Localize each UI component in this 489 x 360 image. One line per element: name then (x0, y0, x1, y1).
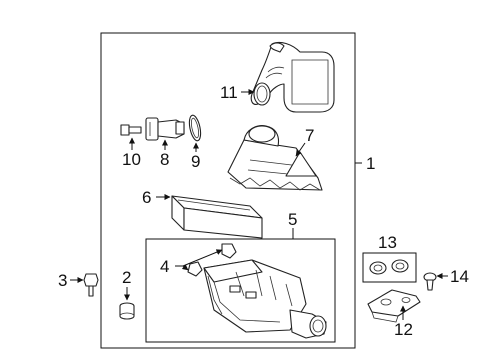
grommet (119, 302, 135, 320)
callout-leader-7 (295, 142, 306, 157)
callout-1: 1 (366, 154, 375, 173)
bracket (367, 289, 421, 323)
grommet-set-frame (362, 252, 417, 283)
callout-10: 10 (122, 150, 141, 169)
push-pin (423, 272, 437, 291)
callout-leader-4a (182, 249, 223, 267)
intake-duct (250, 41, 335, 113)
callout-13: 13 (378, 233, 397, 252)
gasket (188, 114, 202, 142)
callout-7: 7 (305, 126, 314, 145)
callout-12: 12 (394, 320, 413, 339)
callout-4: 4 (160, 257, 169, 276)
clip (187, 243, 237, 277)
callout-9: 9 (191, 152, 200, 171)
callout-5: 5 (288, 210, 297, 229)
air-filter (171, 195, 263, 239)
callout-11: 11 (220, 83, 238, 102)
callout-leader-4b (181, 264, 189, 271)
bolt (83, 273, 99, 297)
airflow-sensor (145, 117, 185, 141)
callout-2: 2 (122, 268, 131, 287)
assembly-frame (100, 32, 356, 349)
grommet-set (369, 259, 409, 275)
lower-housing-frame (145, 238, 336, 343)
lower-housing (203, 259, 327, 339)
callout-6: 6 (142, 188, 151, 207)
callout-8: 8 (160, 150, 169, 169)
callout-14: 14 (450, 267, 469, 286)
callout-3: 3 (58, 271, 67, 290)
screw (120, 124, 142, 136)
air-cleaner-cover (227, 125, 323, 191)
